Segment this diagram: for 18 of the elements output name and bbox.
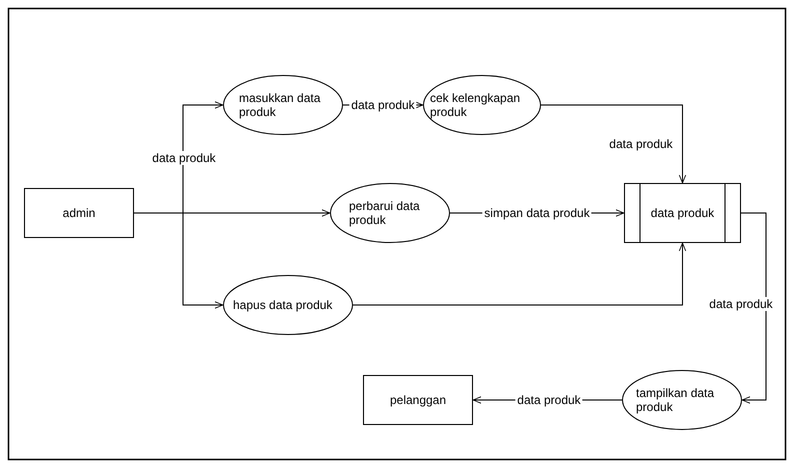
- node-label: masukkan data produk: [239, 91, 322, 119]
- node-label: tampilkan data produk: [636, 386, 716, 414]
- arrow: [740, 212, 766, 404]
- edge-label: data produk: [349, 98, 417, 112]
- node-label: perbarui data produk: [349, 199, 421, 227]
- edge-label: simpan data produk: [482, 206, 592, 220]
- edge-label: data produk: [607, 137, 675, 151]
- node-label: admin: [62, 206, 96, 220]
- arrow: [540, 104, 686, 184]
- node-label: hapus data produk: [233, 298, 334, 312]
- edge-label: data produk: [707, 297, 775, 311]
- arrow: [134, 212, 224, 309]
- edge-label: data produk: [150, 151, 218, 165]
- node-label: data produk: [650, 206, 714, 220]
- node-label: cek kelengkapan produk: [430, 91, 522, 119]
- edge-label: data produk: [515, 393, 583, 407]
- node-label: pelanggan: [390, 393, 446, 407]
- arrow: [352, 242, 686, 306]
